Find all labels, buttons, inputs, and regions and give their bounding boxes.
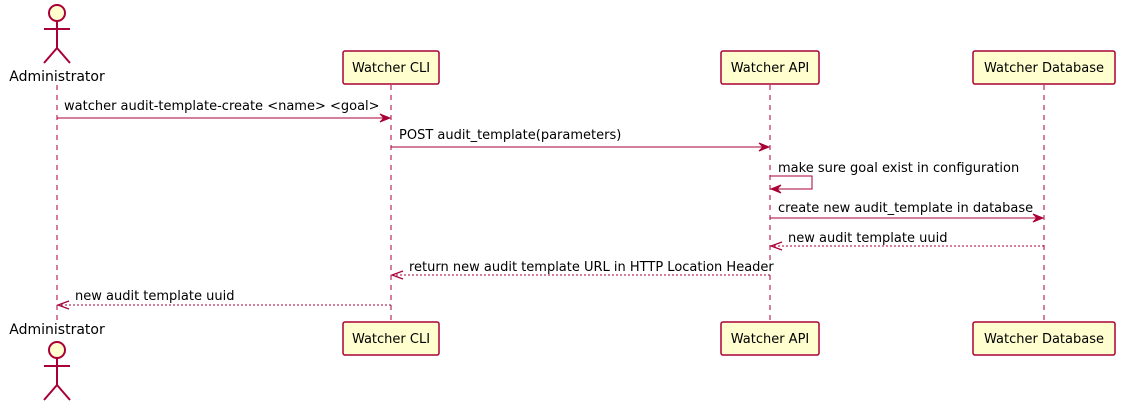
message-label: make sure goal exist in configuration xyxy=(778,161,1019,176)
message-label: POST audit_template(parameters) xyxy=(399,128,621,143)
participant-watcher-api-bottom: Watcher API xyxy=(720,321,820,356)
actor-icon xyxy=(43,4,71,64)
message-label: watcher audit-template-create <name> <go… xyxy=(64,99,380,114)
participant-watcher-database-top: Watcher Database xyxy=(972,50,1116,85)
message-return-uuid-db: new audit template uuid xyxy=(769,231,1044,251)
message-audit-template-create: watcher audit-template-create <name> <go… xyxy=(57,99,392,123)
participant-label: Watcher CLI xyxy=(352,332,430,347)
participant-label: Watcher API xyxy=(731,332,810,347)
participant-label: Watcher CLI xyxy=(352,61,430,76)
participant-label: Watcher Database xyxy=(984,332,1104,347)
message-label: create new audit_template in database xyxy=(778,201,1033,216)
arrowhead-right xyxy=(379,113,392,123)
arrowhead-right xyxy=(758,142,771,152)
message-label: new audit template uuid xyxy=(788,231,947,246)
actor-icon xyxy=(43,341,71,401)
participant-watcher-cli-bottom: Watcher CLI xyxy=(342,321,440,356)
participant-watcher-api-top: Watcher API xyxy=(720,50,820,85)
message-label: new audit template uuid xyxy=(75,289,234,304)
arrowhead-left xyxy=(769,184,782,194)
arrowhead-left xyxy=(390,270,404,280)
message-post-audit-template: POST audit_template(parameters) xyxy=(391,128,771,152)
arrowhead-left xyxy=(769,241,783,251)
message-check-goal: make sure goal exist in configuration xyxy=(769,161,1019,194)
participant-label: Watcher Database xyxy=(984,61,1104,76)
actor-administrator-top: Administrator xyxy=(9,4,105,85)
arrowhead-right xyxy=(1032,213,1045,223)
participant-watcher-cli-top: Watcher CLI xyxy=(342,50,440,85)
actor-label: Administrator xyxy=(9,69,105,85)
participant-watcher-database-bottom: Watcher Database xyxy=(972,321,1116,356)
message-return-uuid-admin: new audit template uuid xyxy=(56,289,391,310)
participant-label: Watcher API xyxy=(731,61,810,76)
message-return-url: return new audit template URL in HTTP Lo… xyxy=(390,260,774,280)
message-label: return new audit template URL in HTTP Lo… xyxy=(409,260,774,275)
message-create-audit-template: create new audit_template in database xyxy=(770,201,1045,223)
actor-administrator-bottom: Administrator xyxy=(9,322,105,401)
actor-label: Administrator xyxy=(9,322,105,338)
arrowhead-left xyxy=(56,300,70,310)
